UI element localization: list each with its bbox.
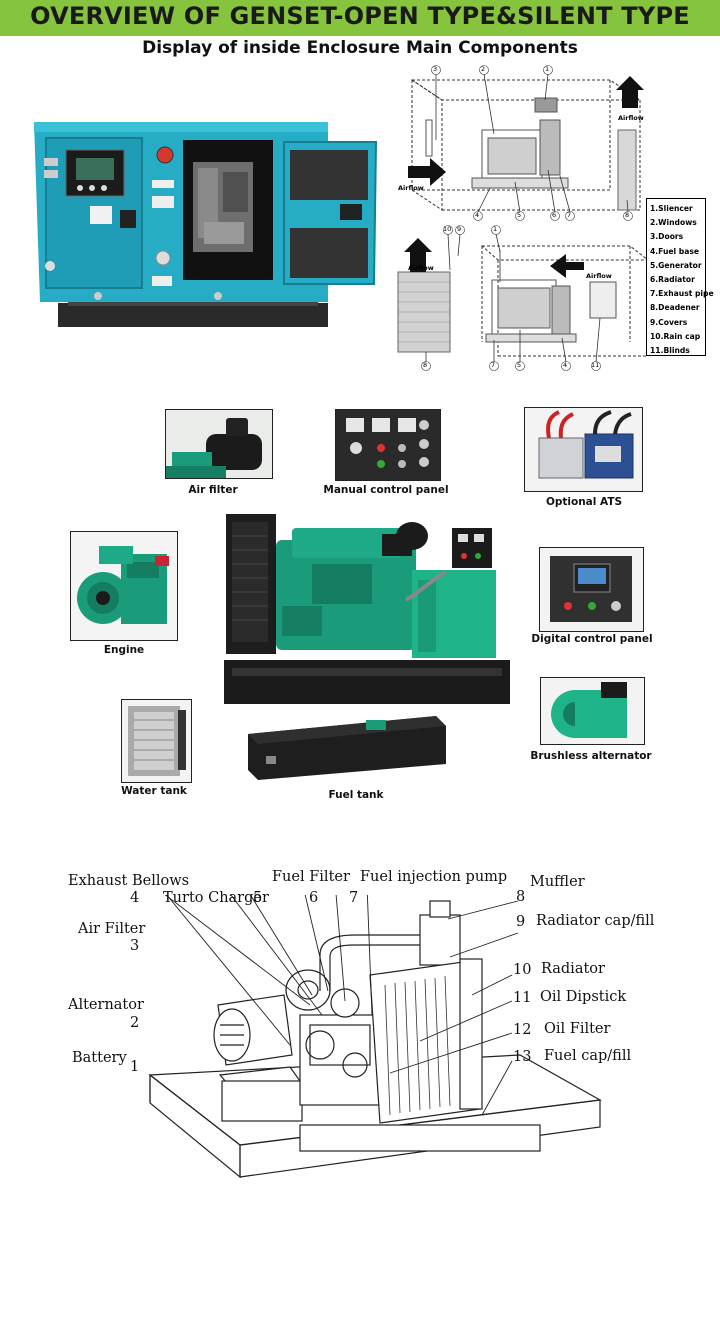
part-num-4: 4	[130, 890, 140, 906]
air-filter-photo	[165, 409, 273, 479]
digital-control-panel-caption: Digital control panel	[531, 633, 653, 645]
manual-control-panel-photo	[335, 409, 441, 481]
part-label-oil-filter: Oil Filter	[544, 1021, 611, 1037]
legend-item: 2.Windows	[650, 218, 697, 228]
optional-ats-caption: Optional ATS	[545, 496, 623, 508]
manual-control-panel-caption: Manual control panel	[323, 484, 449, 496]
legend-item: 9.Covers	[650, 317, 688, 327]
legend-item: 7.Exhaust pipe	[650, 289, 714, 299]
page-title: OVERVIEW OF GENSET-OPEN TYPE&SILENT TYPE	[30, 2, 690, 30]
page-subtitle: Display of inside Enclosure Main Compone…	[142, 38, 578, 58]
engine-photo	[70, 531, 178, 641]
enclosure-diagram	[397, 65, 650, 371]
legend-item: 4.Fuel base	[650, 246, 700, 256]
part-num-12: 12	[513, 1022, 532, 1038]
part-num-3: 3	[130, 938, 140, 954]
part-label-exhaust-bellows: Exhaust Bellows	[68, 873, 190, 889]
part-num-10: 10	[513, 962, 532, 978]
part-num-11: 11	[513, 990, 532, 1006]
part-label-fuel-injection-pump: Fuel injection pump	[360, 869, 508, 885]
legend-item: 11.Blinds	[650, 346, 690, 356]
part-num-2: 2	[130, 1015, 140, 1031]
legend-item: 3.Doors	[650, 232, 684, 242]
fuel-tank-caption: Fuel tank	[328, 789, 384, 801]
fuel-tank-photo	[248, 716, 446, 780]
legend-item: 8.Deadener	[650, 303, 700, 313]
silent-genset-photo	[34, 122, 378, 327]
open-type-line-diagram	[148, 895, 602, 1179]
brushless-alternator-photo	[540, 677, 645, 745]
part-num-9: 9	[516, 914, 526, 930]
part-num-13: 13	[513, 1049, 532, 1065]
part-label-muffler: Muffler	[530, 874, 585, 890]
part-label-battery: Battery	[72, 1050, 127, 1066]
part-label-air-filter: Air Filter	[78, 921, 146, 937]
header-banner	[0, 0, 720, 36]
legend-item: 5.Generator	[650, 260, 702, 270]
brushless-alternator-caption: Brushless alternator	[530, 750, 652, 762]
water-tank-photo	[121, 699, 192, 783]
part-num-8: 8	[516, 889, 526, 905]
open-genset-photo	[224, 514, 510, 704]
engine-caption: Engine	[103, 644, 145, 656]
air-filter-caption: Air filter	[188, 484, 238, 496]
part-num-1: 1	[130, 1059, 140, 1075]
enclosure-legend: 1.Sliencer 2.Windows 3.Doors 4.Fuel base…	[646, 198, 714, 356]
legend-item: 6.Radiator	[650, 275, 695, 285]
part-num-5: 5	[253, 890, 263, 906]
part-num-7: 7	[349, 890, 359, 906]
part-num-6: 6	[309, 890, 319, 906]
part-label-radiator: Radiator	[541, 961, 605, 977]
part-label-oil-dipstick: Oil Dipstick	[540, 989, 627, 1005]
water-tank-caption: Water tank	[121, 785, 187, 797]
part-label-turbo-charger: Turto Charger	[163, 890, 269, 906]
legend-item: 10.Rain cap	[650, 331, 701, 341]
digital-control-panel-photo	[539, 547, 644, 632]
part-label-fuel-filter: Fuel Filter	[272, 869, 350, 885]
legend-item: 1.Sliencer	[650, 204, 693, 213]
part-label-radiator-cap: Radiator cap/fill	[536, 913, 655, 929]
optional-ats-photo	[524, 407, 643, 492]
part-label-fuel-cap: Fuel cap/fill	[544, 1048, 632, 1064]
part-label-alternator: Alternator	[68, 997, 144, 1013]
